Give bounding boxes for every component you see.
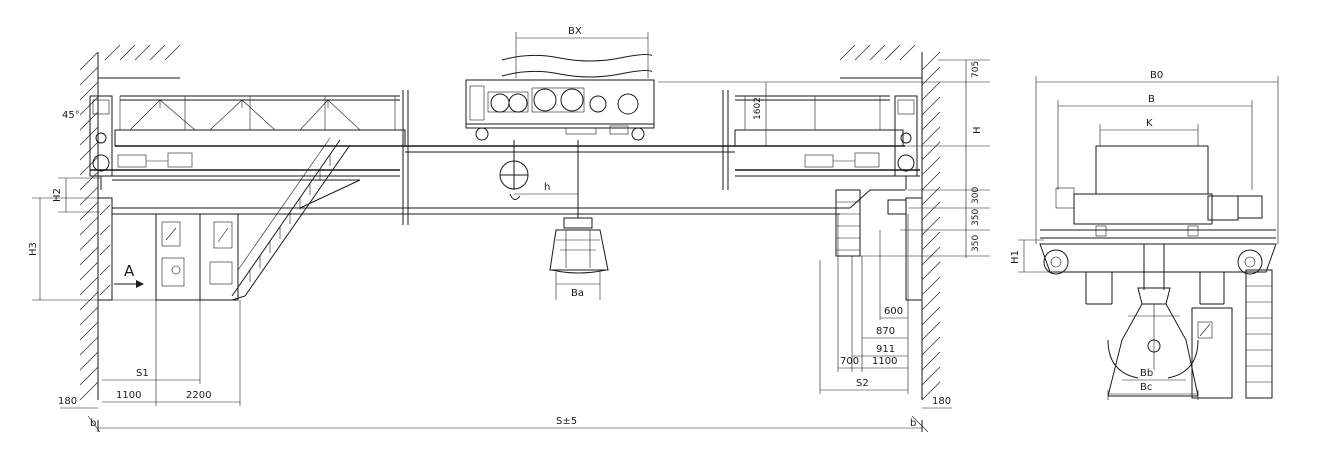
dim-h-small-label: h bbox=[544, 182, 550, 193]
dim-bb-label: Bb bbox=[1140, 368, 1153, 379]
trolley bbox=[465, 53, 655, 141]
view-arrow-label: A bbox=[124, 262, 135, 280]
dim-b-label: B bbox=[1148, 94, 1155, 105]
end-carriage-left bbox=[89, 95, 113, 190]
dim-b0-label: B0 bbox=[1150, 70, 1163, 81]
wall-angle-label: 45° bbox=[62, 110, 80, 121]
dim-span-label: S±5 bbox=[556, 416, 577, 427]
dim-h1-label: H1 bbox=[1010, 250, 1021, 264]
dim-1100-left-label: 1100 bbox=[116, 390, 141, 401]
dim-870-label: 870 bbox=[876, 326, 895, 337]
dim-bx-label: BX bbox=[568, 26, 582, 37]
side-dimensions bbox=[1018, 76, 1279, 400]
dim-180-right-label: 180 bbox=[932, 396, 951, 407]
dim-911-label: 911 bbox=[876, 344, 895, 355]
dim-b-left-label: b bbox=[90, 418, 96, 429]
dim-s1-label: S1 bbox=[136, 368, 149, 379]
hook-block bbox=[499, 140, 529, 200]
handrail bbox=[119, 95, 890, 131]
dim-k-label: K bbox=[1146, 118, 1153, 129]
operator-cab bbox=[155, 213, 239, 301]
side-wheels bbox=[1039, 243, 1277, 305]
staircase bbox=[210, 137, 351, 301]
left-wall bbox=[79, 44, 181, 432]
side-grab-bucket bbox=[1107, 244, 1199, 397]
side-trolley bbox=[1040, 145, 1276, 239]
dim-180-left-label: 180 bbox=[58, 396, 77, 407]
dim-bc-label: Bc bbox=[1140, 382, 1152, 393]
dim-1100-right-label: 1100 bbox=[872, 356, 897, 367]
dim-350-top-label: 350 bbox=[971, 209, 981, 226]
dim-705-label: 705 bbox=[971, 61, 981, 78]
dim-ba-label: Ba bbox=[571, 288, 584, 299]
dim-b-right-label: b bbox=[910, 418, 916, 429]
dim-h2-label: H2 bbox=[52, 188, 63, 202]
travel-drive bbox=[117, 152, 880, 168]
grab-bucket bbox=[549, 140, 609, 274]
side-cab bbox=[1191, 269, 1273, 399]
end-carriage-right bbox=[894, 95, 918, 190]
dim-h-label: H bbox=[972, 126, 983, 134]
dim-2200-label: 2200 bbox=[186, 390, 211, 401]
dim-600-label: 600 bbox=[884, 306, 903, 317]
front-dimensions bbox=[32, 32, 990, 433]
dim-350-bottom-label: 350 bbox=[971, 235, 981, 252]
ladder bbox=[835, 189, 907, 257]
side-view: B0 B K H1 Bb Bc bbox=[1010, 70, 1279, 400]
dim-1602-label: 1602 bbox=[753, 97, 763, 120]
dim-700-label: 700 bbox=[840, 356, 859, 367]
right-wall bbox=[839, 44, 941, 432]
dim-h3-label: H3 bbox=[28, 242, 39, 256]
front-view: 45° A BX 1602 705 H h 300 350 350 H2 H3 … bbox=[28, 26, 990, 433]
dim-s2-label: S2 bbox=[856, 378, 869, 389]
dim-300-label: 300 bbox=[971, 187, 981, 204]
